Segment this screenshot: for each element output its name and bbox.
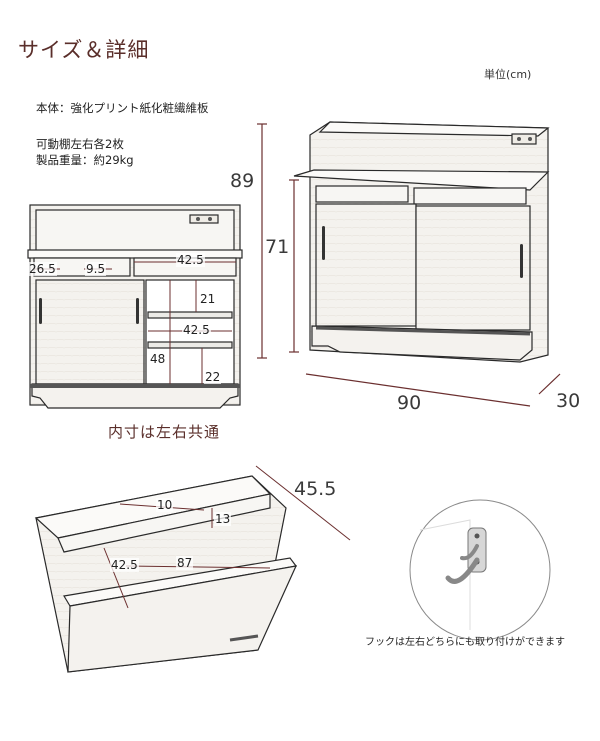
dim-21: 21 xyxy=(199,292,217,306)
front-door xyxy=(35,279,145,385)
perspective-cabinet xyxy=(293,121,550,363)
persp-base xyxy=(311,325,533,361)
persp-outlet xyxy=(511,133,537,145)
persp-drawer-left xyxy=(315,185,409,203)
spec-shelves: 可動棚左右各2枚 xyxy=(36,137,124,151)
hook-icon xyxy=(445,557,480,584)
unit-label: 単位(cm) xyxy=(484,68,532,81)
dim-9-5: 9.5 xyxy=(85,262,107,276)
inner-dims-caption: 内寸は左右共通 xyxy=(108,423,221,441)
hook-detail xyxy=(409,499,551,641)
dim-13: 13 xyxy=(214,512,232,526)
dim-depth-30: 30 xyxy=(556,390,581,412)
persp-drawer-right xyxy=(413,187,527,205)
persp-door-left xyxy=(315,203,417,327)
front-shelf-1 xyxy=(147,311,233,319)
dim-width-90: 90 xyxy=(397,392,422,414)
hook-caption: フックは左右どちらにも取り付けができます xyxy=(365,637,565,648)
perspective-width-depth-lines xyxy=(305,373,561,407)
front-handles xyxy=(39,298,139,324)
dim-42-5-mid: 42.5 xyxy=(182,323,211,337)
spec-weight: 製品重量：約29kg xyxy=(36,153,134,167)
dim-22: 22 xyxy=(204,370,222,384)
front-shelf-2 xyxy=(147,341,233,349)
front-outlet xyxy=(189,214,219,224)
dim-26-5: 26.5 xyxy=(28,262,57,276)
persp-handles xyxy=(322,226,523,278)
dim-42-5-top: 42.5 xyxy=(176,253,205,267)
dim-10: 10 xyxy=(156,498,174,512)
front-counter xyxy=(27,249,243,259)
dim-87: 87 xyxy=(176,556,194,570)
perspective-height-lines xyxy=(257,123,299,359)
dim-height-89: 89 xyxy=(230,170,255,192)
dim-48: 48 xyxy=(149,352,167,366)
dim-42-5-shelf: 42.5 xyxy=(110,558,139,572)
persp-door-right xyxy=(415,205,531,331)
dim-depth-45-5: 45.5 xyxy=(294,478,337,500)
spec-material: 本体：強化プリント紙化粧繊維板 xyxy=(36,101,209,115)
dim-height-71: 71 xyxy=(265,236,290,258)
persp-counter xyxy=(293,169,550,191)
page-title: サイズ＆詳細 xyxy=(18,38,150,62)
